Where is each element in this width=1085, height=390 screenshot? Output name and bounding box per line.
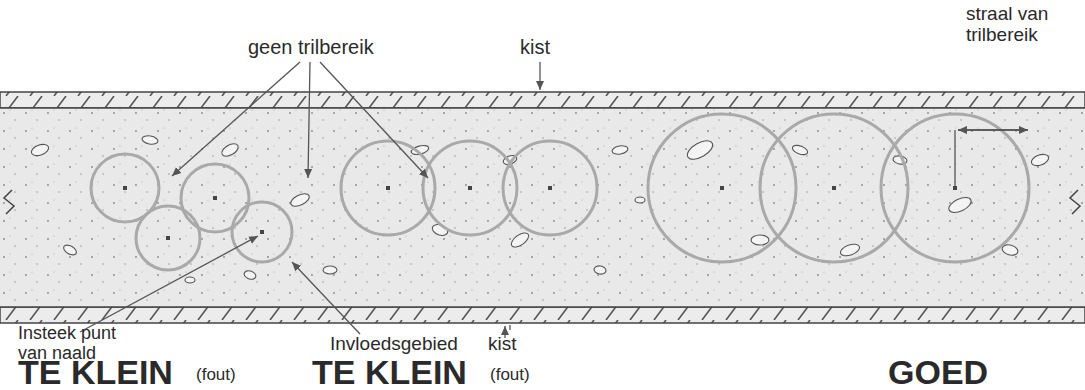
verdict-note: (fout) xyxy=(196,366,236,385)
aggregate-stone xyxy=(62,243,78,257)
callout-text: geen trilbereik xyxy=(248,36,374,58)
verdict-label: GOED xyxy=(888,355,988,389)
aggregate-stone xyxy=(141,135,158,146)
callout-text: Invloedsgebied xyxy=(330,334,458,355)
needle-point xyxy=(123,186,957,240)
aggregate-stone xyxy=(30,142,50,158)
aggregate-stone xyxy=(323,266,337,274)
aggregate-stone xyxy=(947,194,974,215)
influence-circle xyxy=(91,114,1029,270)
aggregate-stone xyxy=(593,265,606,275)
callout-text: straal van trilbereik xyxy=(966,4,1076,46)
verdict-note: (fout) xyxy=(490,366,530,385)
callout-text: kist xyxy=(520,36,550,58)
aggregate-stone xyxy=(220,141,241,159)
aggregate-stone xyxy=(1030,152,1050,168)
leader-line xyxy=(80,62,1028,338)
aggregate-stone xyxy=(791,144,809,157)
aggregate-stone xyxy=(185,277,195,283)
aggregate-stone xyxy=(243,269,257,281)
verdict-label: TE KLEIN xyxy=(18,355,173,389)
aggregate-stone xyxy=(751,235,769,245)
concrete xyxy=(0,108,1085,307)
formwork-bottom xyxy=(0,307,1085,323)
formwork-top xyxy=(0,92,1085,108)
aggregate xyxy=(30,135,1050,283)
aggregate-stone xyxy=(684,137,715,163)
verdict-label: TE KLEIN xyxy=(312,355,467,389)
callout-text: kist xyxy=(488,334,517,355)
aggregate-stone xyxy=(289,191,311,209)
aggregate-stone xyxy=(839,242,861,258)
aggregate-stone xyxy=(509,230,531,250)
aggregate-stone xyxy=(635,197,645,203)
aggregate-stone xyxy=(611,145,628,156)
